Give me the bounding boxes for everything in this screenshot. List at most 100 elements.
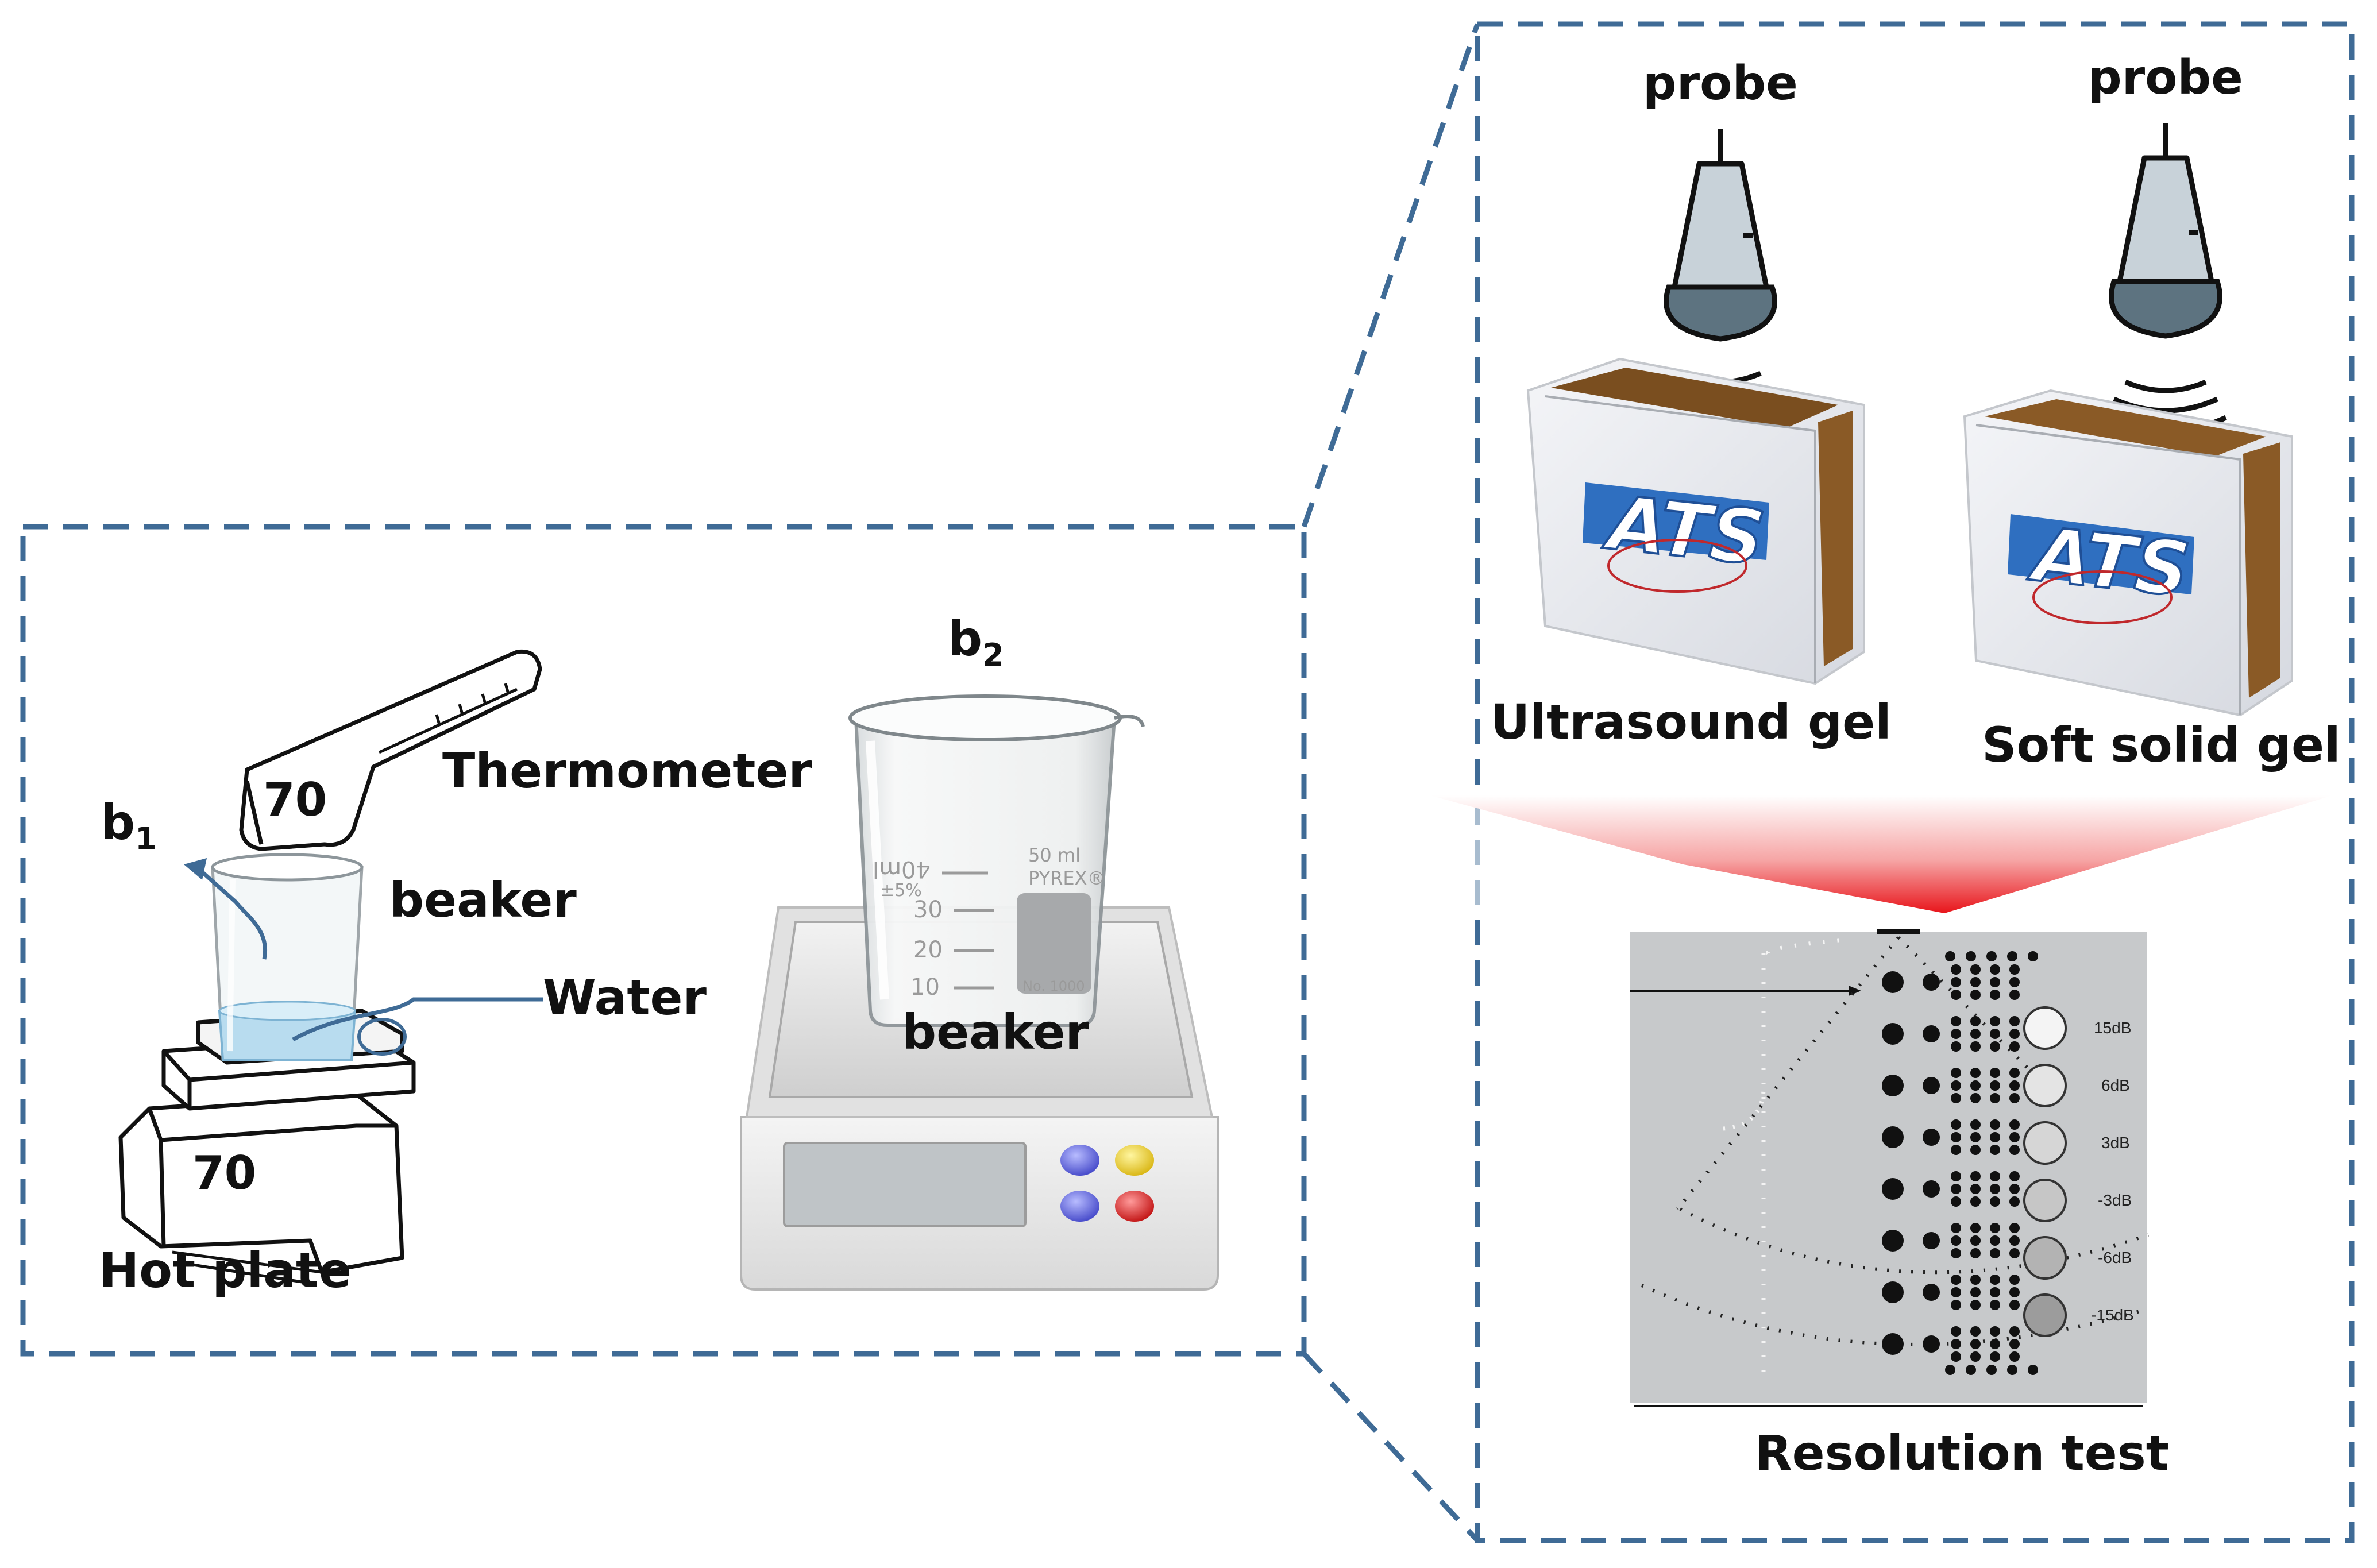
phantom-brand-label: ATS	[1600, 478, 1769, 582]
resolution-dot	[1990, 1235, 2000, 1246]
resolution-dot	[1923, 1284, 1940, 1301]
contrast-target	[2023, 1293, 2067, 1337]
beaker-right-label: beaker	[902, 1004, 1089, 1060]
resolution-dot	[1970, 1119, 1981, 1130]
dashed-frames	[20, 21, 2355, 1543]
resolution-dot	[1923, 1180, 1940, 1198]
resolution-dot	[1990, 1184, 2000, 1194]
thermometer-device	[239, 649, 542, 851]
resolution-dot	[1990, 964, 2000, 975]
contrast-targets	[2023, 1006, 2067, 1337]
graduation-label: 10	[910, 974, 940, 1001]
ultrasound-gel-phantom: ATS	[1526, 357, 1865, 685]
resolution-dot	[1882, 1075, 1904, 1096]
contrast-target	[2023, 1179, 2067, 1222]
resolution-dot	[1990, 1145, 2000, 1155]
resolution-dot	[1990, 1041, 2000, 1052]
db-label: 3dB	[2101, 1134, 2130, 1152]
red-merge-arrow	[1430, 795, 2332, 913]
resolution-dot	[2009, 1275, 2020, 1285]
resolution-dot	[1970, 1326, 1981, 1337]
resolution-dot	[1986, 951, 1997, 961]
resolution-dot	[1951, 1171, 1961, 1181]
phantom-brand-label: ATS	[2025, 510, 2194, 613]
beaker-marking: No. 1000	[1022, 978, 1085, 994]
resolution-dot	[1951, 1339, 1961, 1349]
graduation-label: 40ml	[873, 856, 931, 882]
resolution-dot	[1951, 977, 1961, 987]
resolution-dot	[1923, 1025, 1940, 1042]
beaker-marking: 50 ml	[1028, 844, 1081, 866]
resolution-dot	[1945, 951, 1955, 961]
resolution-dot	[1882, 1333, 1904, 1355]
resolution-dot	[1951, 1132, 1961, 1142]
zoom-line-top	[1301, 23, 1480, 528]
resolution-dot	[1951, 1196, 1961, 1207]
probe-right-device	[2104, 123, 2227, 434]
resolution-dot	[2009, 977, 2020, 987]
resolution-dot	[1970, 1351, 1981, 1362]
b1-letter: b	[101, 794, 136, 851]
resolution-dot	[1970, 1275, 1981, 1285]
resolution-dot	[1951, 1041, 1961, 1052]
resolution-dot	[1951, 1287, 1961, 1297]
probe-right-label: probe	[2088, 51, 2243, 105]
resolution-dot	[2009, 1196, 2020, 1207]
resolution-dot	[1990, 1171, 2000, 1181]
b2-subscript: 2	[982, 637, 1004, 673]
db-label: -15dB	[2091, 1306, 2134, 1324]
resolution-dot	[1970, 1171, 1981, 1181]
resolution-dot	[2009, 1041, 2020, 1052]
resolution-dot	[1970, 1068, 1981, 1078]
resolution-dot	[1951, 1068, 1961, 1078]
thermometer-label: Thermometer	[442, 743, 812, 799]
resolution-dot	[1970, 1145, 1981, 1155]
right-beaker: 40ml 30 20 10 50 ml PYREX® ±5% No. 1000	[848, 694, 1145, 1027]
resolution-dot	[1990, 1132, 2000, 1142]
resolution-dot	[1882, 1230, 1904, 1252]
scale-display	[783, 1142, 1027, 1227]
resolution-dot	[2009, 1235, 2020, 1246]
scale-button-yellow	[1115, 1145, 1154, 1176]
resolution-dot	[1970, 1287, 1981, 1297]
thermometer-ticks	[435, 683, 510, 725]
resolution-dot	[2009, 1016, 2020, 1026]
resolution-dot	[1951, 1351, 1961, 1362]
resolution-dot	[1970, 1235, 1981, 1246]
scale-button-red	[1115, 1191, 1154, 1222]
beaker-left-label: beaker	[389, 872, 577, 928]
resolution-dot	[1990, 1248, 2000, 1258]
resolution-dot	[1970, 1184, 1981, 1194]
contrast-target	[2023, 1236, 2067, 1280]
resolution-test-label: Resolution test	[1755, 1425, 2169, 1481]
resolution-dot	[1951, 1275, 1961, 1285]
resolution-dot	[1970, 990, 1981, 1000]
resolution-dot	[2009, 1248, 2020, 1258]
resolution-dot	[1970, 1248, 1981, 1258]
beaker-marking: PYREX®	[1028, 867, 1106, 889]
b2-letter: b	[948, 611, 983, 667]
resolution-dot	[1951, 990, 1961, 1000]
resolution-dot	[2009, 1145, 2020, 1155]
resolution-dot	[1990, 1029, 2000, 1039]
b1-subscript: 1	[135, 821, 157, 857]
resolution-dot	[1951, 1223, 1961, 1233]
resolution-dot	[2009, 1068, 2020, 1078]
resolution-dot	[2009, 1287, 2020, 1297]
resolution-dot	[1970, 1016, 1981, 1026]
resolution-dot	[1923, 1129, 1940, 1146]
thermometer-display: 70	[263, 773, 327, 827]
resolution-dot	[1951, 1235, 1961, 1246]
resolution-dot	[2007, 951, 2017, 961]
resolution-dot	[1951, 1093, 1961, 1103]
resolution-dot	[1951, 1016, 1961, 1026]
resolution-dot	[1990, 1326, 2000, 1337]
left-beaker	[211, 853, 364, 1061]
resolution-dot	[1882, 971, 1904, 993]
scale-button-blue-bottom	[1060, 1191, 1099, 1222]
hot-plate-display: 70	[192, 1146, 256, 1200]
resolution-dot	[1951, 1029, 1961, 1039]
resolution-dot	[2009, 990, 2020, 1000]
ultrasound-gel-label: Ultrasound gel	[1491, 694, 1892, 750]
resolution-dot	[1986, 1365, 1997, 1375]
